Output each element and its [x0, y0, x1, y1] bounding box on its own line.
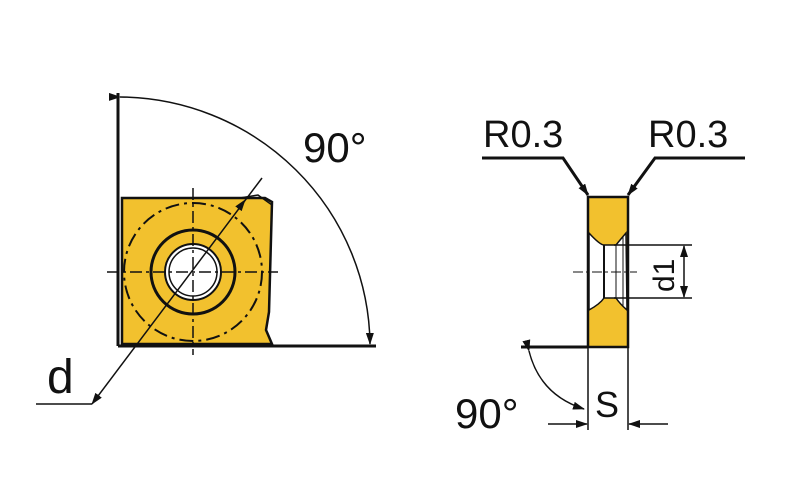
side-angle-label: 90° [455, 390, 519, 437]
angle-arc [108, 92, 374, 345]
hole-diameter-label: d1 [648, 259, 681, 292]
side-angle-arc [522, 339, 585, 410]
thickness-label: S [595, 384, 619, 425]
side-view [482, 156, 745, 430]
diameter-dimension-line [91, 177, 263, 405]
radius-left-leader [482, 156, 590, 196]
top-view [36, 92, 376, 405]
diameter-label: d [47, 351, 74, 404]
radius-right-leader [626, 156, 745, 196]
radius-left-label: R0.3 [483, 114, 563, 156]
top-angle-label: 90° [303, 124, 367, 171]
radius-right-label: R0.3 [648, 114, 728, 156]
